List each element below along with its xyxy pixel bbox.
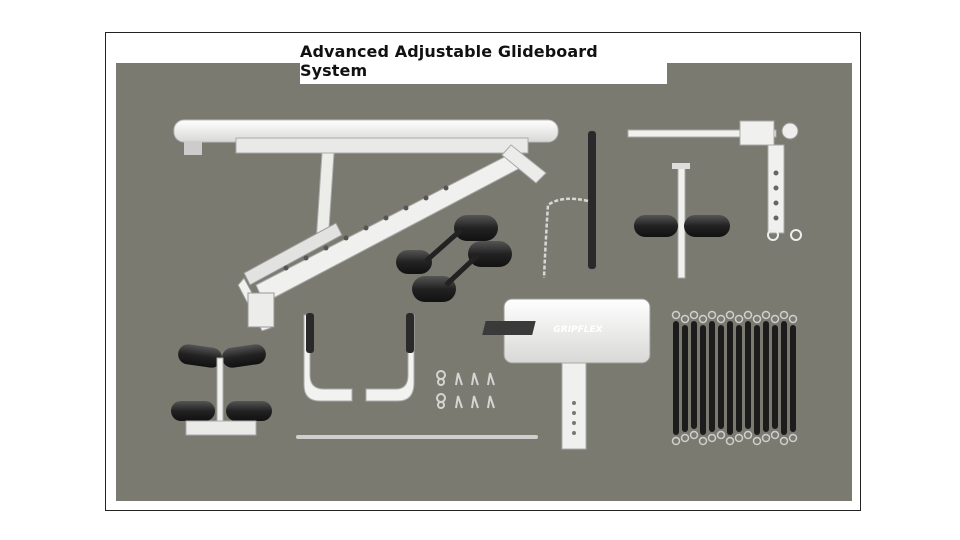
l-handles — [303, 313, 415, 402]
band-clip — [734, 433, 744, 443]
band-clip — [788, 314, 798, 324]
band-clip — [770, 314, 780, 324]
band-clip — [743, 430, 753, 440]
resistance-band — [754, 325, 760, 435]
resistance-band — [772, 325, 778, 429]
band-clip — [707, 433, 717, 443]
resistance-band — [709, 321, 715, 432]
band-clip — [698, 436, 708, 446]
band-clip — [761, 310, 771, 320]
resistance-band — [700, 325, 706, 435]
adjustable-bench — [173, 119, 559, 332]
band-clip — [770, 430, 780, 440]
band-clip — [788, 433, 798, 443]
band-clip — [725, 310, 735, 320]
band-clip — [680, 314, 690, 324]
clips-and-hooks — [436, 370, 495, 409]
chain-bar — [542, 131, 596, 279]
resistance-band — [691, 321, 697, 429]
long-rod — [296, 435, 538, 439]
band-clip — [752, 314, 762, 324]
brand-logo: GRIPFLEX — [553, 325, 603, 335]
band-clip — [707, 310, 717, 320]
product-photo: GRIPFLEX — [116, 63, 852, 501]
band-clip — [716, 314, 726, 324]
arm-attachment — [627, 120, 802, 241]
band-clip — [689, 310, 699, 320]
resistance-band — [781, 321, 787, 435]
band-clip — [779, 310, 789, 320]
band-clip — [698, 314, 708, 324]
t-roller — [634, 163, 730, 279]
resistance-band — [763, 321, 769, 432]
band-clip — [779, 436, 789, 446]
branded-pad: GRIPFLEX — [482, 298, 651, 450]
page-title: Advanced Adjustable Glideboard System — [300, 42, 598, 80]
leg-roller-pair — [396, 215, 512, 302]
band-clip — [752, 436, 762, 446]
band-clip — [689, 430, 699, 440]
resistance-band — [718, 325, 724, 429]
resistance-band — [790, 325, 796, 432]
resistance-band — [673, 321, 679, 435]
band-clip — [761, 433, 771, 443]
band-clip — [671, 310, 681, 320]
resistance-band — [745, 321, 751, 429]
resistance-bands — [671, 310, 798, 446]
band-clip — [725, 436, 735, 446]
equipment-layout: GRIPFLEX — [171, 119, 802, 450]
band-clip — [680, 433, 690, 443]
resistance-band — [682, 325, 688, 432]
band-clip — [716, 430, 726, 440]
band-clip — [734, 314, 744, 324]
resistance-band — [727, 321, 733, 435]
resistance-band — [736, 325, 742, 432]
title-banner: Advanced Adjustable Glideboard System — [300, 38, 667, 84]
band-clip — [743, 310, 753, 320]
y-roller-stand — [171, 344, 272, 436]
band-clip — [671, 436, 681, 446]
